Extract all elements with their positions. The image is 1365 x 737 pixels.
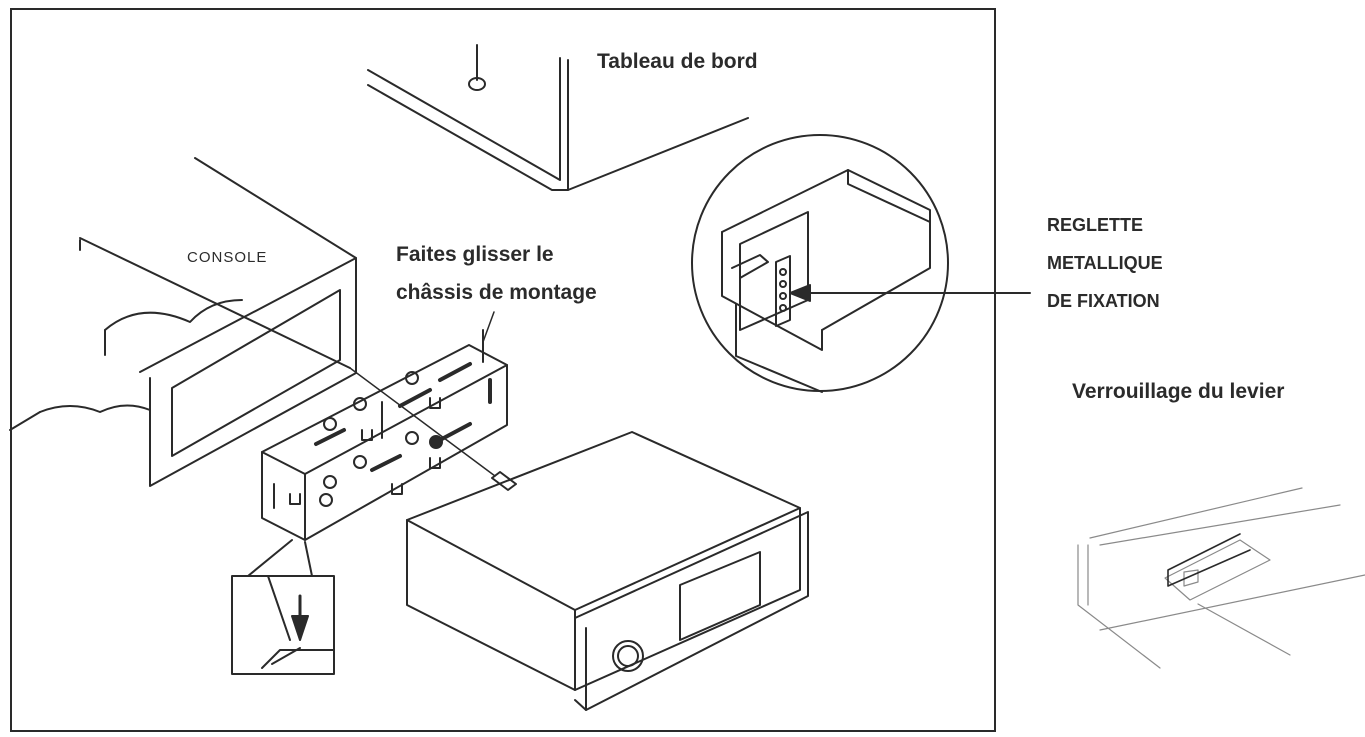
mounting-sleeve xyxy=(261,329,508,541)
lever-lock-label: Verrouillage du levier xyxy=(1072,380,1285,403)
tool-inset xyxy=(231,539,335,675)
console-shape xyxy=(9,157,357,487)
arrow-icon xyxy=(789,284,811,302)
dashboard-shape xyxy=(367,44,749,191)
console-label: CONSOLE xyxy=(187,249,268,266)
metal-strip-label: REGLETTE METALLIQUE DE FIXATION xyxy=(1047,215,1163,311)
diagram-frame xyxy=(10,8,996,732)
dashboard-label: Tableau de bord xyxy=(597,50,758,73)
lever-lock-sketch xyxy=(1077,487,1365,669)
radio-unit xyxy=(406,431,809,711)
slide-frame-label: Faites glisser le châssis de montage xyxy=(396,243,597,304)
magnifier-detail xyxy=(691,134,949,393)
